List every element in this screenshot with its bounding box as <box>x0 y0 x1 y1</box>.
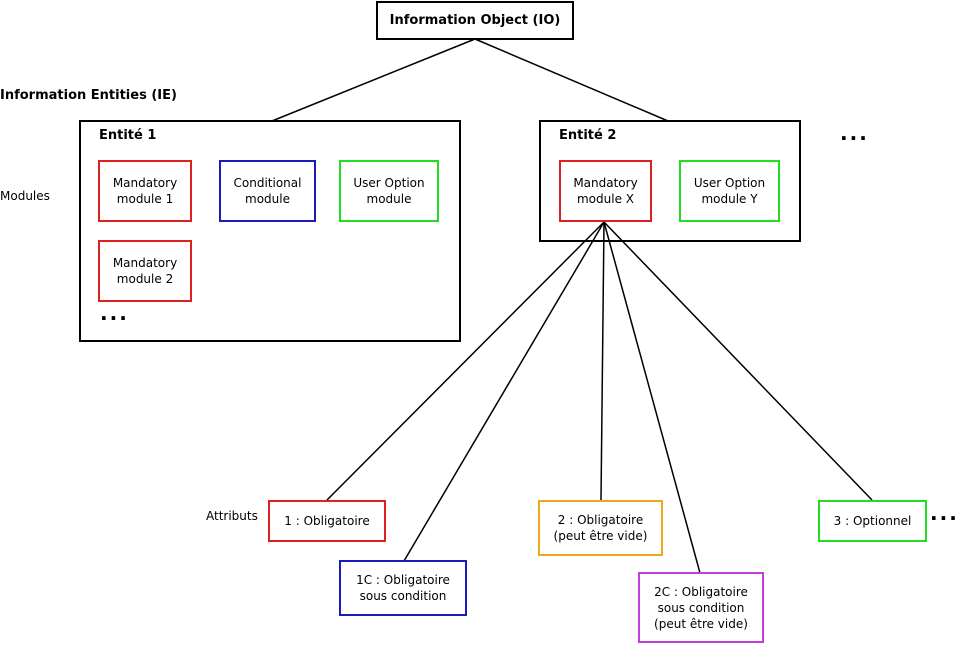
user-option-module-label: User Option module <box>353 176 425 206</box>
conditional-module-label: Conditional module <box>233 176 302 206</box>
edge-io-entity2 <box>474 38 669 122</box>
information-entities-label: Information Entities (IE) <box>0 88 177 103</box>
attribute-type-3-label: 3 : Optionnel <box>833 514 912 528</box>
modules-label: Modules <box>0 189 50 203</box>
attribute-type-2-box: 2 : Obligatoire (peut être vide) <box>538 500 663 556</box>
attribute-type-2-label: 2 : Obligatoire (peut être vide) <box>553 513 648 543</box>
attribute-type-1c-label: 1C : Obligatoire sous condition <box>356 573 450 603</box>
edge-modx-attr2 <box>600 221 605 501</box>
conditional-module-box: Conditional module <box>219 160 316 222</box>
user-option-module-box: User Option module <box>339 160 439 222</box>
edge-modx-attr1 <box>326 221 605 501</box>
attribute-type-1c-box: 1C : Obligatoire sous condition <box>339 560 467 616</box>
attribute-type-2c-label: 2C : Obligatoire sous condition (peut êt… <box>654 584 748 631</box>
entity-1-box: Entité 1 <box>79 120 461 342</box>
entities-ellipsis: ... <box>840 121 869 145</box>
mandatory-module-2-label: Mandatory module 2 <box>112 256 178 286</box>
mandatory-module-x-label: Mandatory module X <box>573 176 638 206</box>
user-option-module-y-box: User Option module Y <box>679 160 780 222</box>
attributs-label: Attributs <box>206 509 258 523</box>
mandatory-module-1-label: Mandatory module 1 <box>112 176 178 206</box>
attribute-type-2c-box: 2C : Obligatoire sous condition (peut êt… <box>638 572 764 643</box>
information-object-box: Information Object (IO) <box>376 1 574 40</box>
attributes-ellipsis: ... <box>930 501 959 525</box>
attribute-type-3-box: 3 : Optionnel <box>818 500 927 542</box>
mandatory-module-x-box: Mandatory module X <box>559 160 652 222</box>
edge-modx-attr2c <box>603 221 701 574</box>
edge-modx-attr1c <box>403 221 605 562</box>
attribute-type-1-label: 1 : Obligatoire <box>284 514 370 528</box>
entity-1-title: Entité 1 <box>99 128 157 143</box>
user-option-module-y-label: User Option module Y <box>693 176 766 206</box>
information-object-title: Information Object (IO) <box>389 12 561 28</box>
entity-1-ellipsis: ... <box>100 301 129 325</box>
mandatory-module-2-box: Mandatory module 2 <box>98 240 192 302</box>
edge-io-entity1 <box>271 38 476 122</box>
edge-modx-attr3 <box>603 221 873 501</box>
mandatory-module-1-box: Mandatory module 1 <box>98 160 192 222</box>
attribute-type-1-box: 1 : Obligatoire <box>268 500 386 542</box>
entity-2-title: Entité 2 <box>559 128 617 143</box>
entity-2-box: Entité 2 <box>539 120 801 242</box>
